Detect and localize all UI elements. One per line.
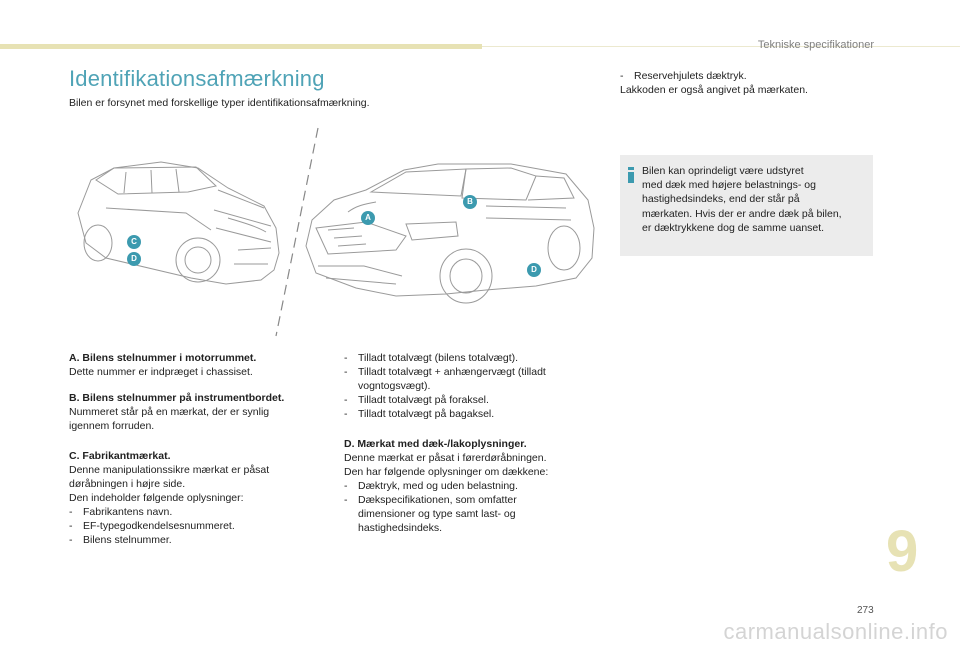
marker-a: A xyxy=(361,211,375,225)
watermark: carmanualsonline.info xyxy=(723,619,948,644)
section-label: Tekniske specifikationer xyxy=(757,39,874,51)
section-b-heading: B. Bilens stelnummer på instrumentbordet… xyxy=(69,392,285,404)
paint-code-note: Lakkoden er også angivet på mærkaten. xyxy=(620,84,808,96)
section-a: A. Bilens stelnummer i motorrummet. Dett… xyxy=(69,351,334,379)
section-c-line: Den indeholder følgende oplysninger: xyxy=(69,492,244,504)
header-rule xyxy=(482,46,960,47)
list-item: Tilladt totalvægt (bilens totalvægt). xyxy=(344,351,594,365)
list-item: Fabrikantens navn. xyxy=(69,505,334,519)
section-a-heading: A. Bilens stelnummer i motorrummet. xyxy=(69,352,257,364)
weights-list: Tilladt totalvægt (bilens totalvægt). Ti… xyxy=(344,351,594,421)
column-left: A. Bilens stelnummer i motorrummet. Dett… xyxy=(69,351,334,547)
list-item-continuation: dimensioner og type samt last- og xyxy=(358,508,516,520)
list-item: EF-typegodkendelsesnummeret. xyxy=(69,519,334,533)
section-c-line: døråbningen i højre side. xyxy=(69,478,186,490)
section-d-heading: D. Mærkat med dæk-/lakoplysninger. xyxy=(344,438,527,450)
list-item: Reservehjulets dæktryk. xyxy=(620,69,880,83)
page-title: Identifikationsafmærkning xyxy=(69,66,325,91)
marker-d-rear: D xyxy=(127,252,141,266)
section-c: C. Fabrikantmærkat. Denne manipulationss… xyxy=(69,449,334,547)
section-d-line: Den har følgende oplysninger om dækkene: xyxy=(344,466,549,478)
header-bar xyxy=(0,44,482,49)
section-c-line: Denne manipulationssikre mærkat er påsat xyxy=(69,464,270,476)
car-illustration: A B C D D xyxy=(66,118,600,343)
list-item: Dæktryk, med og uden belastning. xyxy=(344,479,594,493)
section-a-body: Dette nummer er indpræget i chassiset. xyxy=(69,366,253,378)
info-box: Bilen kan oprindeligt være udstyret med … xyxy=(620,155,873,256)
section-b: B. Bilens stelnummer på instrumentbordet… xyxy=(69,391,334,433)
intro-text: Bilen er forsynet med forskellige typer … xyxy=(69,97,370,109)
info-line: med dæk med højere belastnings- og xyxy=(642,179,816,192)
column-middle: Tilladt totalvægt (bilens totalvægt). Ti… xyxy=(344,351,594,535)
marker-b: B xyxy=(463,195,477,209)
info-line: hastighedsindeks, end der står på xyxy=(642,193,800,206)
list-item: Dækspecifikationen, som omfatter xyxy=(344,493,594,507)
list-item: Tilladt totalvægt på foraksel. xyxy=(344,393,594,407)
list-item-continuation: hastighedsindeks. xyxy=(358,522,443,534)
info-line: Bilen kan oprindeligt være udstyret xyxy=(642,165,804,177)
section-d: D. Mærkat med dæk-/lakoplysninger. Denne… xyxy=(344,437,594,535)
list-item: Bilens stelnummer. xyxy=(69,533,334,547)
marker-c: C xyxy=(127,235,141,249)
section-b-line: Nummeret står på en mærkat, der er synli… xyxy=(69,406,270,418)
info-line: mærkaten. Hvis der er andre dæk på bilen… xyxy=(642,207,842,220)
list-item: Tilladt totalvægt + anhængervægt (tillad… xyxy=(344,365,594,379)
chapter-number: 9 xyxy=(886,519,919,584)
page-number: 273 xyxy=(857,605,874,616)
list-item: Tilladt totalvægt på bagaksel. xyxy=(344,407,594,421)
marker-d-front: D xyxy=(527,263,541,277)
info-icon xyxy=(628,167,634,183)
list-item-continuation: vogntogsvægt). xyxy=(358,380,431,392)
info-line: er dæktrykkene dog de samme uanset. xyxy=(642,221,825,234)
car-drawing xyxy=(77,127,595,337)
section-d-line: Denne mærkat er påsat i førerdøråbningen… xyxy=(344,452,547,464)
section-c-heading: C. Fabrikantmærkat. xyxy=(69,450,171,462)
column-right: Reservehjulets dæktryk. Lakkoden er også… xyxy=(620,69,880,97)
section-b-line: igennem forruden. xyxy=(69,420,155,432)
